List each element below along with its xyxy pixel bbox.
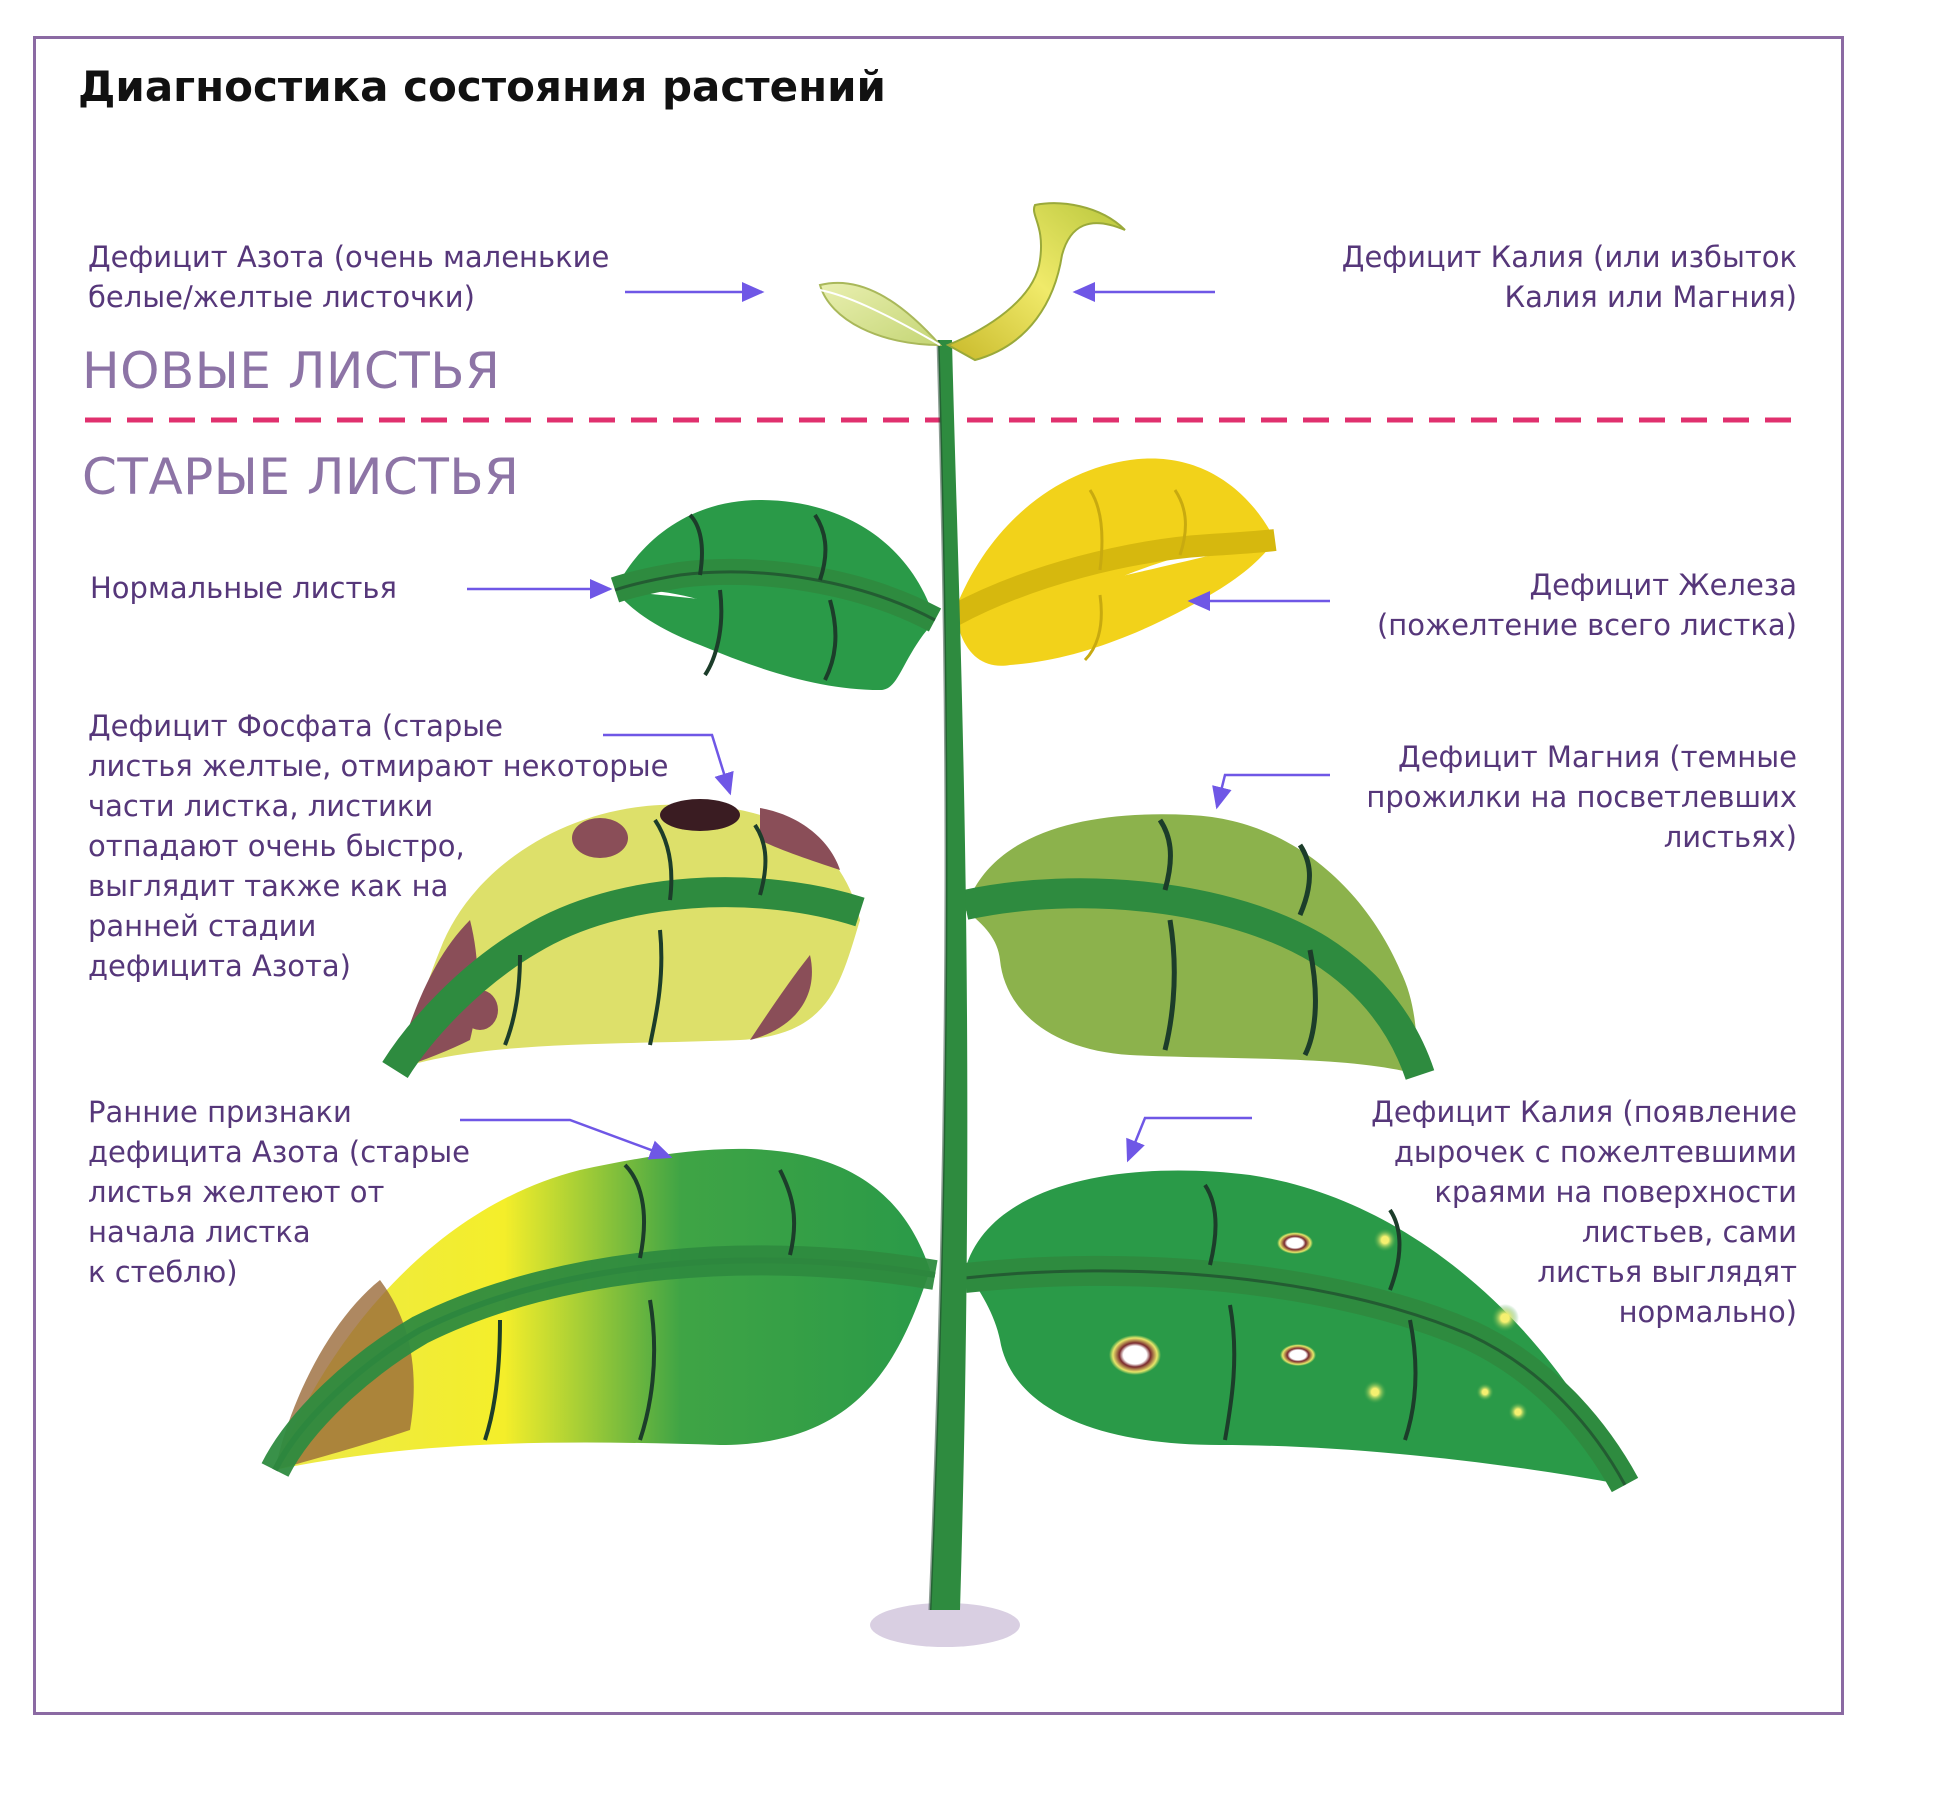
section-old-leaves: СТАРЫЕ ЛИСТЬЯ: [82, 448, 520, 506]
label-magnesium-deficit: Дефицит Магния (темные прожилки на посве…: [1366, 740, 1797, 854]
leaf-magnesium: [961, 814, 1435, 1080]
leaf-early-nitrogen: [261, 1148, 938, 1478]
arrow-potassium-bottom: [1126, 1116, 1252, 1163]
new-leaves-shoot: [818, 202, 1126, 362]
leaf-iron: [949, 458, 1277, 666]
label-early-nitrogen: Ранние признаки дефицита Азота (старые л…: [88, 1095, 470, 1289]
ground-shadow: [870, 1603, 1020, 1647]
section-new-leaves: НОВЫЕ ЛИСТЬЯ: [82, 342, 501, 400]
arrow-early-nitrogen: [460, 1118, 673, 1160]
plant-stem: [930, 340, 968, 1610]
arrow-magnesium: [1212, 773, 1330, 810]
label-nitrogen-deficit: Дефицит Азота (очень маленькие белые/жел…: [88, 240, 610, 314]
label-normal-leaves: Нормальные листья: [90, 571, 397, 605]
label-potassium-deficit-bottom: Дефицит Калия (появление дырочек с пожел…: [1371, 1095, 1797, 1329]
leaf-phosphate: [382, 799, 865, 1079]
diagram-title: Диагностика состояния растений: [78, 62, 886, 111]
arrow-phosphate: [603, 733, 734, 796]
diagram-frame: [33, 36, 1844, 1715]
leaf-normal: [610, 500, 942, 690]
label-potassium-deficit-top: Дефицит Калия (или избыток Калия или Маг…: [1341, 240, 1797, 314]
label-phosphate-deficit: Дефицит Фосфата (старые листья желтые, о…: [88, 709, 669, 983]
leaf-potassium-holes: [963, 1170, 1639, 1493]
label-iron-deficit: Дефицит Железа (пожелтение всего листка): [1376, 568, 1797, 642]
